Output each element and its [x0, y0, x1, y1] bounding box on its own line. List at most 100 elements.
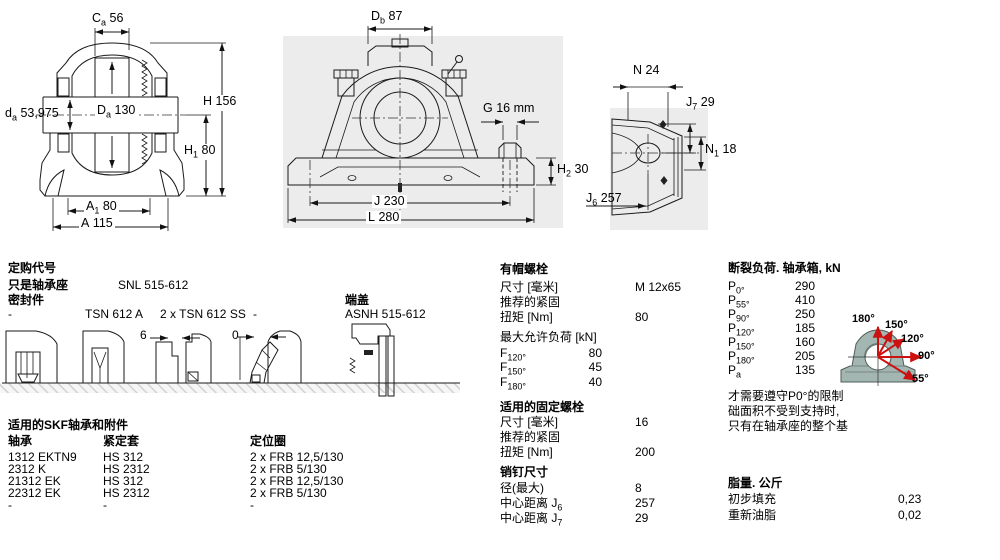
grease-initial-value: 0,23 [898, 492, 922, 506]
dim-n1-label: N1 18 [705, 142, 737, 159]
seal-option-2: TSN 612 A [85, 307, 144, 321]
cap-bolt-size-value: M 12x65 [635, 280, 682, 294]
seal-icon-vring [82, 330, 125, 384]
drawing-front-view [287, 26, 556, 223]
p55-value: 410 [795, 293, 816, 307]
p180-label: P180° [728, 349, 755, 366]
table-cell: 2 x FRB 5/130 [250, 486, 327, 500]
max-load-f120-value: 80 [588, 346, 602, 360]
seal-icon-taconite [238, 330, 302, 384]
p55-label: P55° [728, 293, 750, 310]
housing-only-label: 只是轴承座 [8, 278, 69, 292]
seal-icon-standard [5, 330, 58, 384]
drawing-bg-front-view [283, 36, 563, 228]
foundation-bolts-title: 适用的固定螺栓 [500, 400, 585, 414]
dim-h1-label: H1 80 [182, 143, 218, 160]
seal-option-1: - [8, 307, 12, 321]
dim-n-label: N 24 [633, 63, 660, 77]
dim-h-label: H 156 [201, 95, 239, 111]
p90-value: 250 [795, 307, 816, 321]
table-cell: 2 x FRB 5/130 [250, 462, 327, 476]
table-cell: 21312 EK [8, 474, 61, 488]
load-direction-diagram [840, 325, 923, 386]
dim-j7-label: J7 29 [686, 95, 715, 112]
pin-dia-value: 8 [635, 481, 642, 495]
table-cell: 1312 EKTN9 [8, 450, 77, 464]
pin-j7-label: 中心距离 J7 [500, 511, 563, 528]
seal-gap-label-0: 0 [232, 328, 239, 342]
note-line-3: 只有在轴承座的整个基 [728, 419, 849, 433]
col-header-sleeve: 紧定套 [103, 434, 140, 448]
foundation-size-value: 16 [635, 415, 649, 429]
table-cell: - [250, 498, 254, 512]
table-cell: HS 312 [103, 450, 144, 464]
table-cell: HS 312 [103, 474, 144, 488]
table-cell: - [103, 498, 107, 512]
dim-db-label: Db 87 [371, 9, 403, 26]
foundation-size-label: 尺寸 [毫米] [500, 415, 559, 429]
max-load-f180-label: F180° [500, 375, 526, 392]
dim-a1-label: A1 80 [84, 199, 119, 216]
housing-designation: SNL 515-612 [118, 278, 189, 292]
cap-bolts-title: 有帽螺栓 [500, 262, 549, 276]
cap-bolt-torque-value: 80 [635, 310, 649, 324]
table-cell: 2312 K [8, 462, 47, 476]
table-cell: 2 x FRB 12,5/130 [250, 474, 344, 488]
table-cell: - [8, 498, 12, 512]
pins-title: 销钉尺寸 [500, 465, 549, 479]
max-load-f180-value: 40 [588, 375, 602, 389]
ordering-title: 定购代号 [8, 261, 57, 275]
seals-label: 密封件 [8, 293, 45, 307]
seal-option-3: 2 x TSN 612 SS [160, 307, 246, 321]
cap-bolt-torque-label: 扭矩 [Nm] [500, 310, 553, 324]
dim-a-label: A 115 [79, 217, 115, 233]
bearings-table-title: 适用的SKF轴承和附件 [8, 418, 129, 432]
p0-value: 290 [795, 279, 816, 293]
table-cell: 22312 EK [8, 486, 61, 500]
end-cover-icon [349, 323, 395, 397]
end-cover-label: 端盖 [345, 293, 370, 307]
angle-label-120: 120° [901, 333, 924, 345]
col-header-rings: 定位圈 [250, 434, 287, 448]
dim-da-label: da 53,975 [5, 106, 59, 123]
dim-ca-label: Ca 56 [92, 11, 124, 28]
pin-j7-value: 29 [635, 511, 649, 525]
max-load-f150-label: F150° [500, 360, 526, 377]
grease-title: 脂量. 公斤 [728, 476, 783, 490]
shaft-hatch-band [0, 383, 460, 393]
p120-label: P120° [728, 321, 755, 338]
pin-j6-label: 中心距离 J6 [500, 496, 563, 513]
drawing-side-view [586, 84, 706, 216]
cap-bolt-tighten-label: 推荐的紧固 [500, 295, 561, 309]
pin-dia-label: 径(最大) [500, 481, 544, 495]
pa-label: Pa [728, 363, 742, 380]
foundation-torque-label: 扭矩 [Nm] [500, 445, 553, 459]
angle-label-180: 180° [852, 313, 875, 325]
seal-option-4: - [253, 307, 257, 321]
table-cell: 2 x FRB 12,5/130 [250, 450, 344, 464]
drawing-cross-section [36, 28, 226, 231]
table-cell: HS 2312 [103, 486, 150, 500]
seal-icon-felt [150, 333, 212, 384]
table-cell: HS 2312 [103, 462, 150, 476]
max-load-f120-label: F120° [500, 346, 526, 363]
p180-value: 205 [795, 349, 816, 363]
dim-g-label: G 16 mm [483, 101, 535, 115]
angle-label-150: 150° [885, 319, 908, 331]
p150-label: P150° [728, 335, 755, 352]
p0-label: P0° [728, 279, 745, 296]
p90-label: P90° [728, 307, 750, 324]
dim-h2-label: H2 30 [557, 162, 589, 179]
breaking-loads-title: 断裂负荷. 轴承箱, kN [728, 261, 841, 275]
p120-value: 185 [795, 321, 816, 335]
pin-j6-value: 257 [635, 496, 656, 510]
p150-value: 160 [795, 335, 816, 349]
seal-icons-row [0, 323, 460, 397]
seal-gap-label-6: 6 [140, 328, 147, 342]
note-line-2: 础面积不受到支持时, [728, 404, 840, 418]
angle-label-55: 55° [912, 373, 929, 385]
grease-initial-label: 初步填充 [728, 492, 777, 506]
foundation-torque-value: 200 [635, 445, 656, 459]
